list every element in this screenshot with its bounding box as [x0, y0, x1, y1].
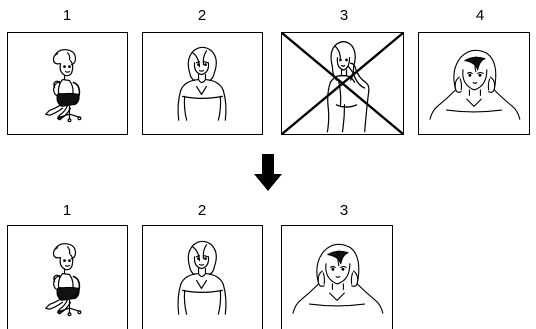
hands-on-head-woman-illustration	[419, 33, 529, 134]
result-frame-2-standing-woman	[142, 225, 263, 329]
frame-number-1: 1	[57, 8, 77, 23]
frame-number-4: 4	[470, 8, 490, 23]
down-arrow-icon	[254, 154, 282, 191]
result-frame-number-1: 1	[57, 203, 77, 218]
frame-4-hands-on-head	[418, 32, 530, 135]
frame-number-3: 3	[334, 8, 354, 23]
sitting-woman-illustration	[8, 226, 127, 329]
frame-3-deleted	[281, 32, 404, 135]
result-frame-number-2: 2	[192, 203, 212, 218]
standing-woman-illustration	[143, 226, 262, 329]
hands-on-head-woman-illustration	[282, 226, 392, 329]
standing-woman-illustration	[143, 33, 262, 134]
result-frame-number-3: 3	[334, 203, 354, 218]
frame-2-standing-woman	[142, 32, 263, 135]
result-frame-1-sitting-woman	[7, 225, 128, 329]
result-frame-3-hands-on-head	[281, 225, 393, 329]
sitting-woman-illustration	[8, 33, 127, 134]
frame-number-2: 2	[192, 8, 212, 23]
frame-1-sitting-woman	[7, 32, 128, 135]
cross-out-icon	[282, 33, 403, 134]
